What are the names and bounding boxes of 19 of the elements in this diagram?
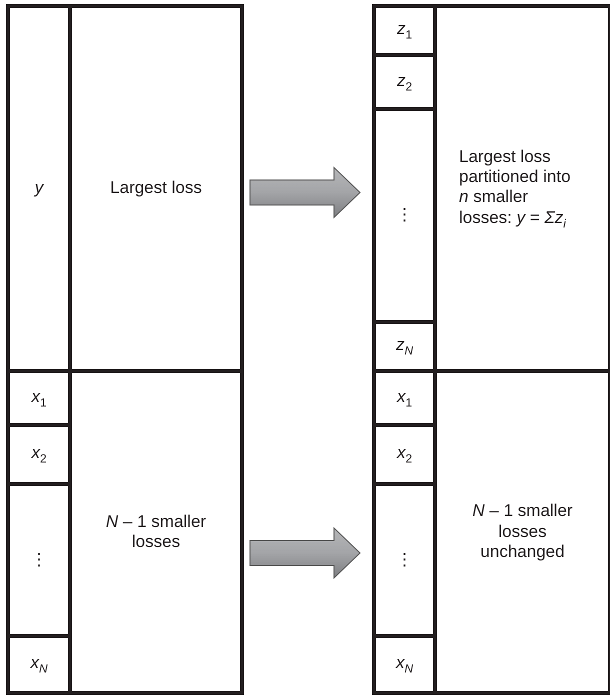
- cell-text: x$_{1}$: [396, 386, 412, 410]
- cell-text: Largest loss partitioned into n smaller losses: y = Σz$_{i}$: [459, 146, 572, 230]
- cell-text: z$_{1}$: [396, 19, 412, 42]
- cell-text: ⋮: [396, 550, 413, 570]
- cell-text: x$_{N}$: [30, 653, 48, 676]
- cell-text: z$_{N}$: [396, 335, 414, 358]
- cell-text: ⋮: [396, 205, 413, 226]
- block-arrow: [250, 526, 361, 580]
- cell-text: x$_{1}$: [31, 386, 47, 410]
- cell-text: x$_{2}$: [396, 443, 412, 466]
- cell-text: N – 1 smaller losses unchanged: [471, 501, 574, 563]
- cell-text: N – 1 smaller losses: [104, 512, 208, 552]
- cell-text: x$_{2}$: [31, 443, 47, 466]
- cell-text: x$_{N}$: [396, 653, 414, 676]
- cell-text: z$_{2}$: [396, 70, 412, 94]
- block-arrow: [250, 166, 361, 219]
- cell-text: Largest loss: [110, 178, 202, 199]
- cell-text: ⋮: [30, 550, 48, 570]
- cell-text: y: [34, 178, 44, 199]
